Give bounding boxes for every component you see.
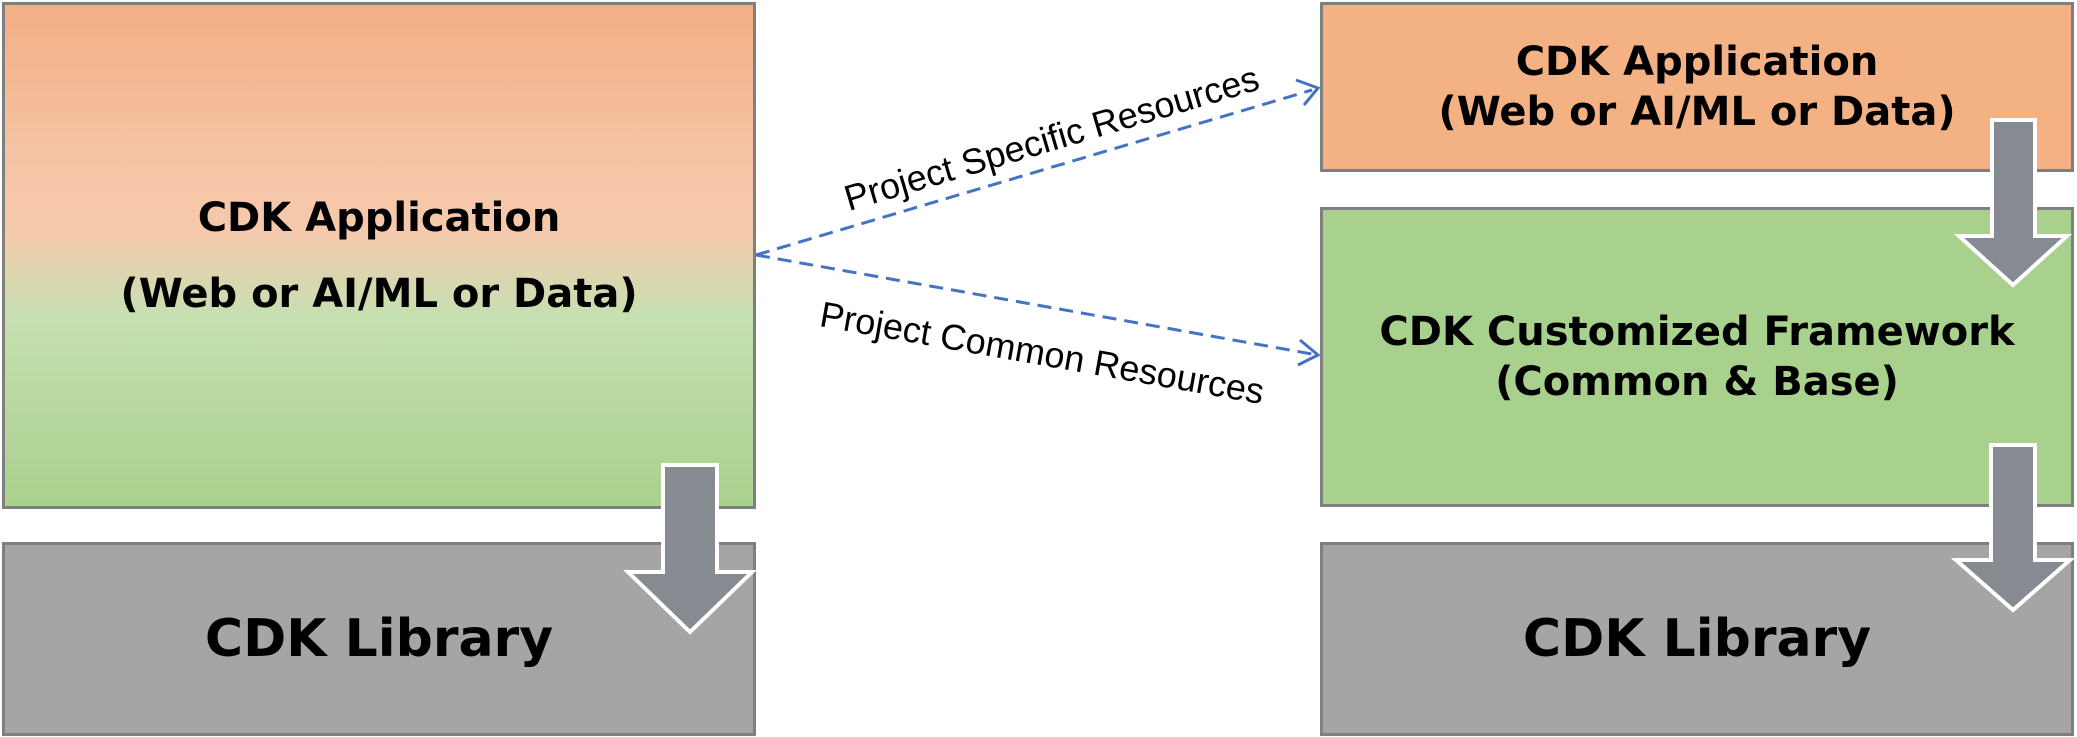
specific-resources-label: Project Specific Resources	[839, 57, 1263, 218]
right-cdk-application-box: CDK Application (Web or AI/ML or Data)	[1320, 2, 2074, 172]
framework-title: CDK Customized Framework	[1379, 309, 2015, 355]
framework-subtitle: (Common & Base)	[1495, 359, 1899, 405]
specific-resources-connector	[755, 88, 1313, 257]
left-library-label: CDK Library	[204, 609, 554, 669]
right-library-label: CDK Library	[1522, 609, 1872, 669]
left-cdk-application-box: CDK Application (Web or AI/ML or Data)	[2, 2, 756, 509]
left-app-title: CDK Application	[197, 194, 561, 241]
cdk-customized-framework-box: CDK Customized Framework (Common & Base)	[1320, 207, 2074, 507]
right-cdk-library-box: CDK Library	[1320, 542, 2074, 736]
right-bottom-down-arrow	[1950, 443, 2076, 613]
right-app-title: CDK Application	[1515, 39, 1879, 85]
right-app-subtitle: (Web or AI/ML or Data)	[1438, 89, 1956, 135]
right-top-down-arrow	[1953, 118, 2073, 288]
common-resources-connector	[755, 253, 1313, 356]
left-app-subtitle: (Web or AI/ML or Data)	[120, 270, 638, 317]
left-down-arrow	[623, 463, 757, 635]
common-connector-arrowhead	[1297, 338, 1321, 367]
specific-connector-arrowhead	[1295, 78, 1321, 106]
common-resources-label: Project Common Resources	[817, 293, 1267, 412]
